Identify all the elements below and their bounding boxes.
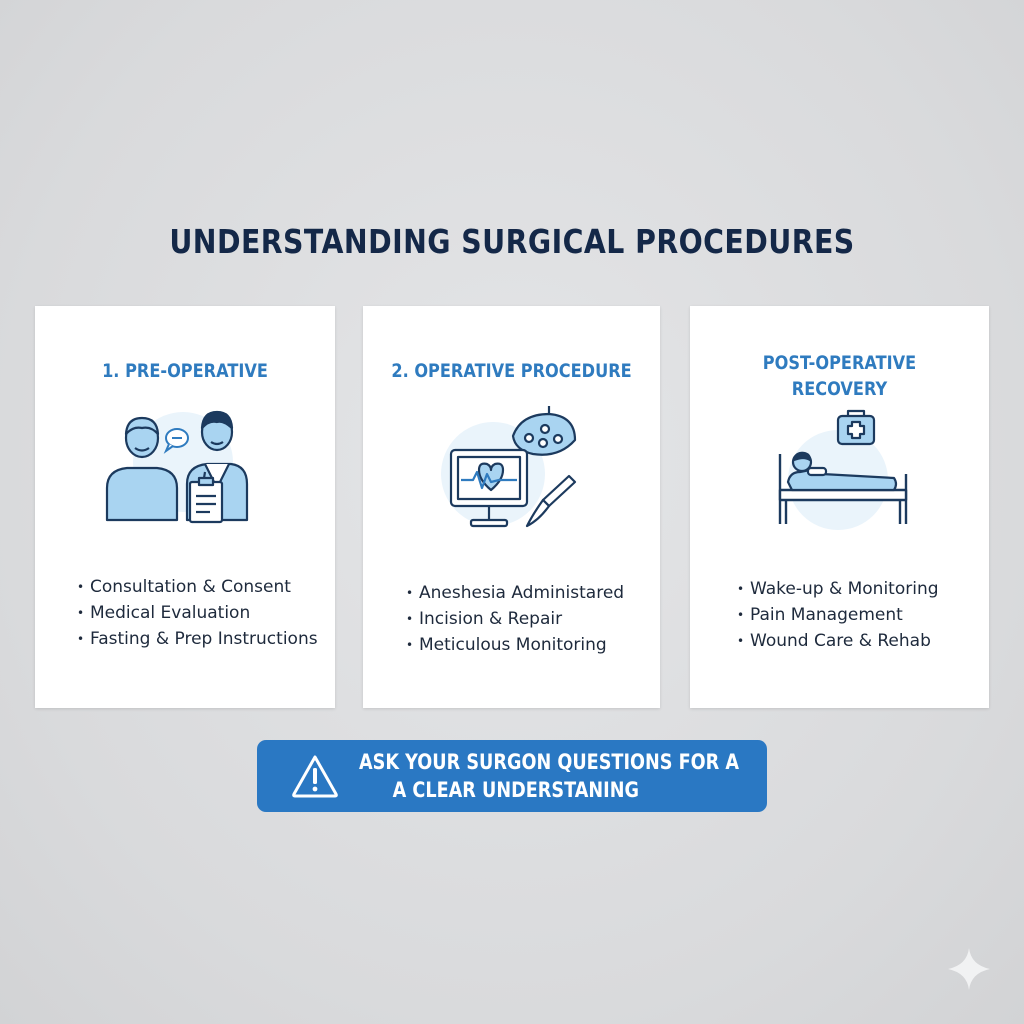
banner-text: ASK YOUR SURGON QUESTIONS FOR A A CLEAR …: [359, 748, 740, 804]
list-item: Medical Evaluation: [77, 600, 318, 626]
list-item: Meticulous Monitoring: [406, 632, 624, 658]
list-item: Wake-up & Monitoring: [737, 576, 939, 602]
hospital-bed-first-aid-kit-icon: [778, 409, 908, 530]
card-title: 2. OPERATIVE PROCEDURE: [391, 360, 632, 382]
card-title-line: POST-OPERATIVE: [762, 352, 917, 374]
list-item: Fasting & Prep Instructions: [77, 626, 318, 652]
card-operative-procedure: 2. OPERATIVE PROCEDURE Aneshesia Admini: [363, 306, 660, 708]
heart-monitor-surgical-lamp-scalpel-icon: [441, 406, 577, 528]
card-title: POST-OPERATIVE RECOVERY: [712, 350, 966, 402]
card-post-operative-recovery: POST-OPERATIVE RECOVERY Wake-up & Monito…: [690, 306, 989, 708]
warning-triangle-icon: [292, 755, 338, 798]
list-item: Wound Care & Rehab: [737, 628, 939, 654]
page-title: UNDERSTANDING SURGICAL PROCEDURES: [169, 222, 855, 261]
surgeon-questions-banner: ASK YOUR SURGON QUESTIONS FOR A A CLEAR …: [257, 740, 767, 812]
list-item: Pain Management: [737, 602, 939, 628]
banner-line: A CLEAR UNDERSTANING: [392, 778, 639, 802]
step-list: Consultation & Consent Medical Evaluatio…: [77, 574, 318, 652]
banner-line: ASK YOUR SURGON QUESTIONS FOR A: [359, 750, 740, 774]
sparkle-icon: [948, 948, 990, 990]
card-title-line: RECOVERY: [791, 378, 888, 400]
list-item: Consultation & Consent: [77, 574, 318, 600]
card-title: 1. PRE-OPERATIVE: [102, 360, 268, 382]
list-item: Aneshesia Administared: [406, 580, 624, 606]
step-list: Aneshesia Administared Incision & Repair…: [406, 580, 624, 658]
step-list: Wake-up & Monitoring Pain Management Wou…: [737, 576, 939, 654]
patient-doctor-consultation-icon: [105, 410, 249, 524]
card-pre-operative: 1. PRE-OPERATIVE: [35, 306, 335, 708]
list-item: Incision & Repair: [406, 606, 624, 632]
